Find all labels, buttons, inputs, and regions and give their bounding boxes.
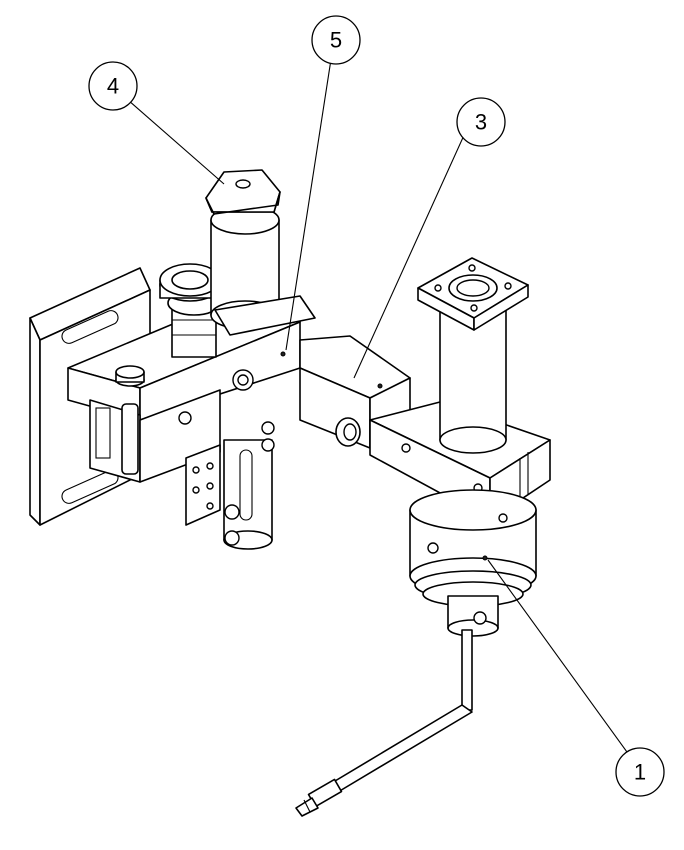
- swing-arm: [299, 335, 551, 521]
- probe-tube: [295, 704, 473, 817]
- rotary-housing: [409, 489, 537, 711]
- balloon-1: 1: [615, 747, 665, 797]
- balloon-5: 5: [311, 15, 361, 65]
- balloon-label: 3: [475, 110, 487, 135]
- leader-line-3: [353, 121, 471, 379]
- leader-line-1: [487, 559, 641, 771]
- balloon-4: 4: [88, 61, 138, 111]
- leader-line-5: [285, 39, 335, 351]
- vertical-shaft: [185, 169, 316, 550]
- balloon-label: 4: [107, 74, 119, 99]
- column-with-flange: [417, 257, 529, 454]
- balloon-label: 1: [634, 760, 646, 785]
- balloon-3: 3: [456, 97, 506, 147]
- balloon-label: 5: [330, 28, 342, 53]
- leader-lines: [111, 39, 641, 771]
- plunger-knob: [159, 263, 221, 358]
